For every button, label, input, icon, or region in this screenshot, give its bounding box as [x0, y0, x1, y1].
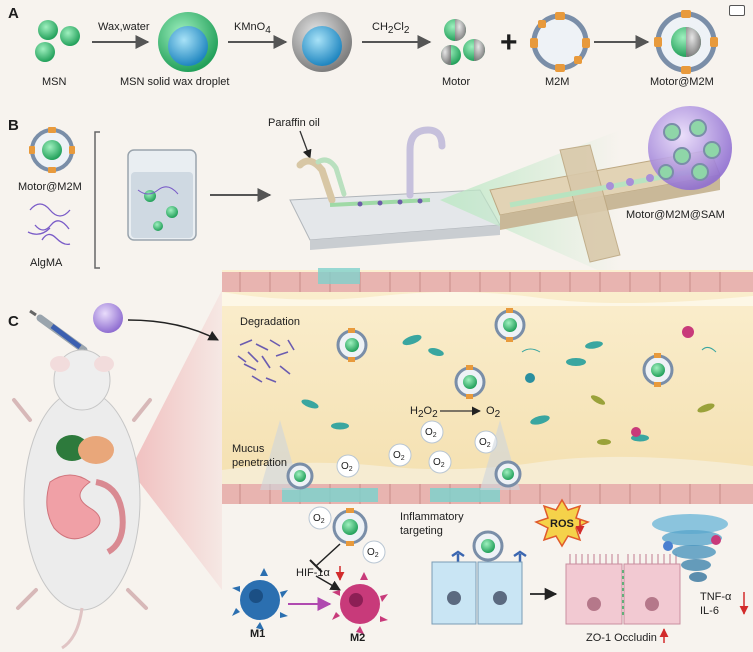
wax-droplet-icon: [158, 12, 218, 72]
svg-text:O2: O2: [433, 457, 445, 469]
m1-macrophage-icon: [232, 568, 288, 630]
beaker-icon: [127, 149, 197, 241]
mucus-label-line2: penetration: [232, 457, 287, 469]
o2-product-label: O2: [486, 405, 501, 420]
paraffin-oil-pointer: [299, 130, 312, 159]
lumen-motor: [642, 353, 674, 387]
msn-label: MSN: [42, 76, 67, 88]
degradation-label: Degradation: [240, 316, 300, 328]
ch2cl2-label: CH2Cl2: [372, 21, 410, 36]
tnf-label: TNF-α: [700, 591, 732, 603]
algma-polymer-icon: [27, 203, 71, 246]
svg-text:O2: O2: [425, 427, 437, 439]
msn-particles-icon: [35, 20, 80, 62]
bottom-junction-cells-right: [430, 488, 500, 502]
motor-m2m-label: Motor@M2M: [650, 76, 714, 88]
syringe-icon: [29, 309, 93, 357]
o2-bubble: O2: [362, 540, 386, 564]
motor-m2m-small-icon: [29, 127, 75, 173]
receptor-icons: [451, 550, 527, 562]
lumen-motor: [494, 308, 526, 342]
penetrating-motor-right: [494, 460, 522, 488]
panel-a-letter: A: [8, 5, 19, 22]
m2-macrophage-icon: [332, 572, 388, 634]
input-bracket: [94, 131, 100, 269]
panel-c-letter: C: [8, 313, 19, 330]
arrow-to-colon: [127, 319, 219, 341]
panel-b-letter: B: [8, 117, 19, 134]
o2-to-m2-arrow: [315, 575, 341, 591]
lumen-motor: [336, 328, 368, 362]
o2-bubble: O2: [474, 430, 498, 454]
top-junction-cells: [318, 268, 360, 284]
o2-bubble: O2: [308, 506, 332, 530]
o2-bubble: O2: [420, 420, 444, 444]
penetrating-motor-left: [286, 462, 314, 490]
svg-text:O2: O2: [367, 547, 379, 559]
algma-label: AlgMA: [30, 257, 63, 269]
cytokine-tornado-icon: [652, 514, 728, 582]
inhibition-bar: [309, 559, 323, 573]
window-icon[interactable]: [729, 5, 745, 16]
panel-b: B Motor@M2M AlgMA: [8, 106, 732, 280]
inhibition-line: [315, 543, 341, 567]
ros-burst-icon: [534, 498, 590, 548]
lumen-motor: [454, 365, 486, 399]
microsphere-dose-icon: [93, 303, 123, 333]
h2o2-label: H2O2: [410, 405, 438, 420]
targeting-motor-icon: [472, 530, 504, 562]
m2-label: M2: [350, 632, 365, 644]
top-mucus: [222, 291, 753, 306]
wax-droplet-label: MSN solid wax droplet: [120, 76, 229, 88]
wax-water-label: Wax,water: [98, 21, 150, 33]
top-epithelium: [222, 272, 753, 292]
o2-bubble: O2: [388, 443, 412, 467]
svg-text:O2: O2: [393, 450, 405, 462]
zoom-funnel: [130, 290, 222, 590]
degraded-fragments-icon: [237, 339, 295, 383]
motor-icon: [441, 19, 485, 65]
bottom-junction-cells-left: [282, 488, 378, 502]
il6-label: IL-6: [700, 605, 719, 617]
healthy-epithelium-icon: [565, 554, 681, 625]
gray-shell-icon: [292, 12, 352, 72]
plus-sign: +: [500, 26, 518, 59]
svg-text:O2: O2: [313, 513, 325, 525]
hif-label: HIF-1α: [296, 567, 331, 579]
motor-submucosa-icon: [332, 508, 368, 546]
m2m-label: M2M: [545, 76, 569, 88]
o2-bubble: O2: [336, 454, 360, 478]
svg-text:O2: O2: [341, 461, 353, 473]
motor-m2m-input-label: Motor@M2M: [18, 181, 82, 193]
ros-label: ROS: [550, 518, 574, 530]
m2m-vesicle-icon: [530, 12, 590, 72]
o2-bubble: O2: [428, 450, 452, 474]
panel-c: C: [8, 268, 753, 650]
inflam-label-line2: targeting: [400, 525, 443, 537]
m1-label: M1: [250, 628, 265, 640]
inflamed-cells-icon: [431, 561, 523, 625]
panel-a: A MSN Wax,water MSN solid wax droplet KM…: [8, 5, 718, 88]
sam-microsphere-icon: [648, 106, 732, 190]
paraffin-oil-label: Paraffin oil: [268, 117, 320, 129]
zo1-occludin-label: ZO-1 Occludin: [586, 632, 657, 644]
motor-m2m-icon: [654, 10, 718, 74]
bacteria-icons: [301, 326, 717, 445]
sam-label: Motor@M2M@SAM: [626, 209, 725, 221]
kmno4-label: KMnO4: [234, 21, 271, 36]
inflam-label-line1: Inflammatory: [400, 511, 464, 523]
mouse-icon: [12, 349, 152, 650]
o2-bubbles: O2 O2 O2 O2 O2 O2: [308, 420, 498, 564]
motor-label: Motor: [442, 76, 470, 88]
motors-in-lumen: [336, 308, 674, 399]
mucus-label-line1: Mucus: [232, 443, 265, 455]
svg-text:O2: O2: [479, 437, 491, 449]
